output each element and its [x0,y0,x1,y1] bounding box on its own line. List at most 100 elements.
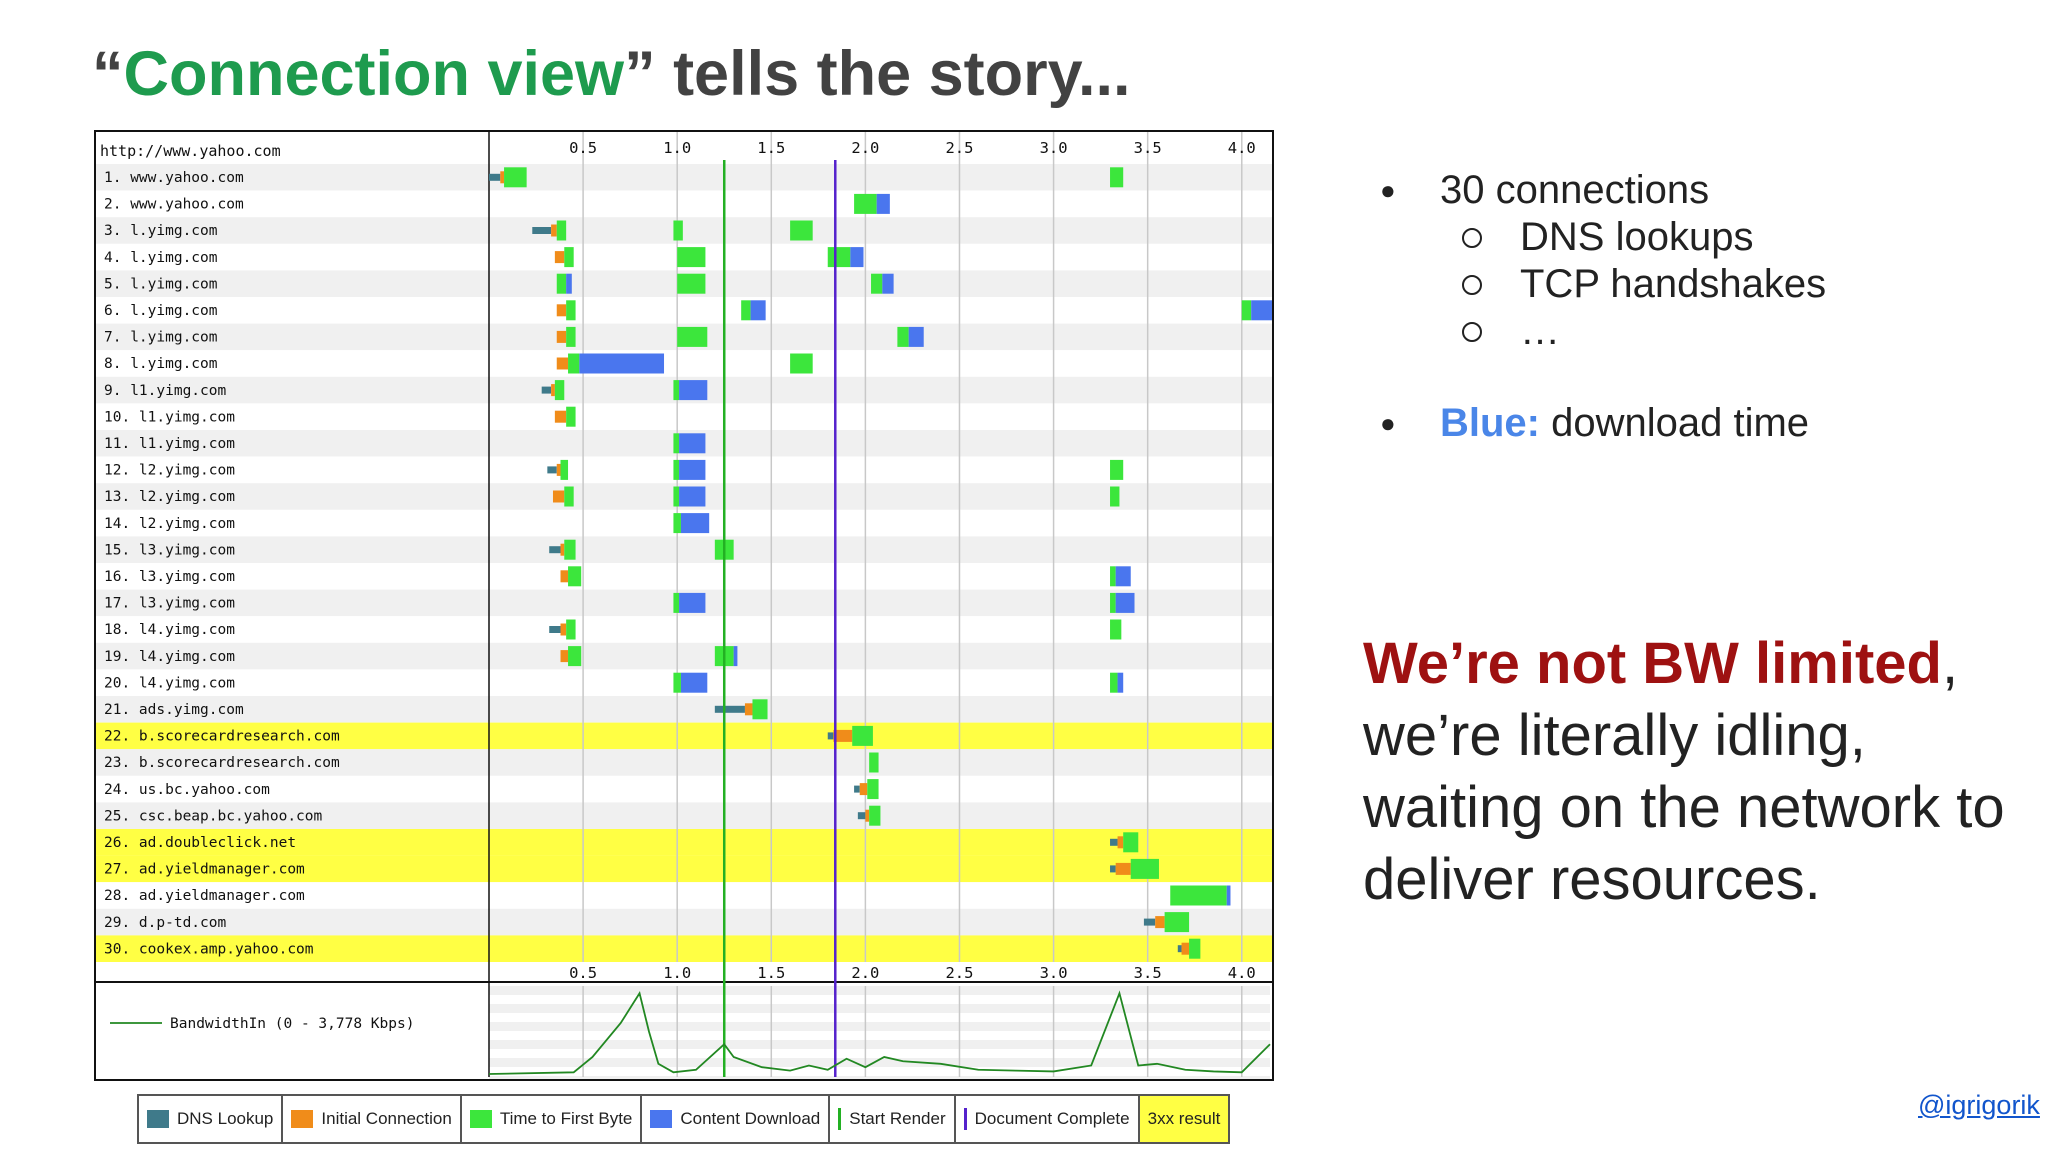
initial-connection-bar [554,251,565,264]
ttfb-bar [871,273,883,294]
connection-label: 23. b.scorecardresearch.com [104,755,340,771]
download-bar [1115,592,1135,613]
legend-label: Document Complete [974,1109,1130,1128]
dns-bar [854,785,860,793]
connection-label: 21. ads.yimg.com [104,702,244,718]
initial-connection-bar [556,330,567,343]
connection-label: 7. l.yimg.com [104,330,218,346]
download-bar [1115,566,1131,587]
initial-connection-bar [865,809,870,822]
ttfb-bar [1241,300,1252,321]
bullet-list: 30 connections DNS lookups TCP handshake… [1380,166,1826,447]
bandwidth-stripe [489,1040,1270,1049]
download-bar [1251,300,1272,321]
row-background [96,722,1272,750]
legend-swatch [469,1110,492,1128]
hollow-bullet-icon [1462,228,1482,248]
connection-label: 22. b.scorecardresearch.com [104,729,340,745]
connection-label: 30. cookex.amp.yahoo.com [104,941,314,957]
title-rest: tells the story... [655,39,1131,109]
initial-connection-bar [560,570,569,583]
statement-line-2: we’re literally idling, [1363,703,1866,768]
ttfb-bar [852,725,873,746]
statement-line-3: waiting on the network to [1363,775,2005,840]
ttfb-bar [673,220,683,241]
ttfb-bar [677,326,708,347]
dns-bar [1110,838,1118,846]
legend-item-download: Content Download [642,1096,831,1142]
dns-bar [532,227,552,234]
bandwidth-stripe [489,1058,1270,1067]
bandwidth-stripe [489,1076,1270,1079]
legend-label: 3xx result [1147,1109,1221,1128]
dns-bar [541,386,552,394]
connection-label: 1. www.yahoo.com [104,170,244,186]
legend-item-start-render: Start Render [830,1096,956,1142]
ttfb-bar [564,486,574,507]
bandwidth-label: BandwidthIn (0 - 3,778 Kbps) [170,1016,414,1032]
axis-tick-label-top: 4.0 [1228,139,1256,157]
ttfb-bar [1110,486,1120,507]
download-bar [876,193,890,214]
download-bar [750,300,766,321]
connection-label: 14. l2.yimg.com [104,516,235,532]
download-bar [680,672,708,693]
legend-item-ttfb: Time to First Byte [462,1096,643,1142]
axis-tick-label-bottom: 1.5 [757,964,785,982]
dns-bar [489,173,501,181]
dns-bar [549,626,561,633]
row-background [96,563,1272,590]
row-background [96,908,1272,936]
initial-connection-bar [1117,836,1124,849]
axis-tick-label-bottom: 3.5 [1134,964,1162,982]
connection-label: 5. l.yimg.com [104,276,218,292]
ttfb-bar [566,300,576,321]
download-bar [850,247,864,268]
axis-tick-label-top: 1.0 [663,139,691,157]
author-handle-link[interactable]: @igrigorik [1918,1090,2040,1120]
ttfb-bar [677,273,706,294]
download-bar [680,513,710,534]
bandwidth-stripe [489,1004,1270,1013]
ttfb-bar [827,247,851,268]
legend-swatch [838,1108,842,1130]
initial-connection-bar [560,543,565,556]
bullet-spacer [1380,355,1826,399]
row-background [96,616,1272,643]
legend-item-document-complete: Document Complete [956,1096,1140,1142]
sub-bullet-text: … [1520,309,1560,353]
ttfb-bar [790,220,813,241]
ttfb-bar [1110,619,1122,640]
blue-label: Blue: [1440,401,1540,445]
ttfb-bar [741,300,751,321]
initial-connection-bar [744,703,753,716]
connection-label: 16. l3.yimg.com [104,569,235,585]
row-background [96,855,1272,883]
connection-label: 4. l.yimg.com [104,250,218,266]
connection-label: 26. ad.doubleclick.net [104,835,296,851]
ttfb-bar [1164,912,1190,933]
sub-bullet-dns: DNS lookups [1380,214,1826,261]
legend-label: Initial Connection [321,1109,452,1128]
axis-tick-label-bottom: 4.0 [1228,964,1256,982]
download-bar [566,273,572,294]
row-background [96,297,1272,324]
axis-tick-label-top: 1.5 [757,139,785,157]
row-background [96,935,1272,962]
dns-bar [827,732,834,740]
row-background [96,536,1272,563]
connection-label: 12. l2.yimg.com [104,463,235,479]
initial-connection-bar [859,783,868,796]
axis-tick-label-bottom: 2.0 [851,964,879,982]
legend-swatch [291,1110,314,1128]
legend-item-highlight-3xx: 3xx result [1139,1096,1229,1142]
connection-label: 28. ad.yieldmanager.com [104,888,305,904]
statement-text: We’re not BW limited, we’re literally id… [1363,628,2005,916]
initial-connection-bar [500,171,505,184]
legend-swatch [147,1110,169,1128]
ttfb-bar [1170,885,1227,906]
statement-bold-red: We’re not BW limited [1363,631,1942,696]
row-background [96,164,1272,191]
row-background [96,696,1272,723]
